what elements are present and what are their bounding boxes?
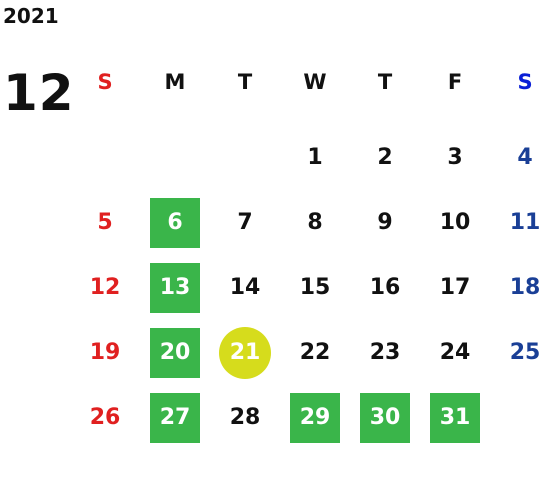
day-number: 12: [89, 275, 121, 300]
day-cell[interactable]: 1: [280, 125, 350, 190]
day-number: 5: [97, 210, 113, 235]
day-number: 1: [307, 145, 323, 170]
month-number: 12: [3, 64, 75, 122]
weekday-sat: S: [517, 70, 533, 94]
day-number: 8: [307, 210, 323, 235]
year-label: 2021: [3, 4, 59, 28]
day-cell[interactable]: 12: [70, 255, 140, 320]
day-cell[interactable]: 8: [280, 190, 350, 255]
day-cell[interactable]: 9: [350, 190, 420, 255]
day-number: 26: [89, 405, 121, 430]
day-cell[interactable]: 30: [350, 385, 420, 450]
day-number: 3: [447, 145, 463, 170]
day-cell[interactable]: 24: [420, 320, 490, 385]
weekday-wed: W: [303, 70, 327, 94]
day-cell[interactable]: 6: [140, 190, 210, 255]
weekday-sun: S: [97, 70, 113, 94]
day-number: 2: [377, 145, 393, 170]
day-cell[interactable]: 15: [280, 255, 350, 320]
day-cell[interactable]: 28: [210, 385, 280, 450]
day-number: 18: [509, 275, 541, 300]
day-cell[interactable]: 5: [70, 190, 140, 255]
day-cell[interactable]: 18: [490, 255, 548, 320]
weekday-tue: T: [237, 70, 253, 94]
day-cell[interactable]: 7: [210, 190, 280, 255]
day-cell[interactable]: 4: [490, 125, 548, 190]
day-number: 4: [517, 145, 533, 170]
day-cell[interactable]: 3: [420, 125, 490, 190]
day-cell[interactable]: 13: [140, 255, 210, 320]
day-cell[interactable]: 20: [140, 320, 210, 385]
day-cell[interactable]: 26: [70, 385, 140, 450]
day-cell[interactable]: 22: [280, 320, 350, 385]
weekday-fri: F: [447, 70, 463, 94]
day-cell[interactable]: 10: [420, 190, 490, 255]
day-cell[interactable]: 29: [280, 385, 350, 450]
day-cell[interactable]: 25: [490, 320, 548, 385]
day-number: 10: [439, 210, 471, 235]
day-number: 14: [229, 275, 261, 300]
day-cell[interactable]: 11: [490, 190, 548, 255]
weekday-mon: M: [164, 70, 186, 94]
day-number-highlighted: 31: [430, 393, 480, 443]
day-number: 16: [369, 275, 401, 300]
day-cell[interactable]: 23: [350, 320, 420, 385]
day-number-highlighted: 6: [150, 198, 200, 248]
day-number: 17: [439, 275, 471, 300]
weekday-header: S M T W T F S: [70, 62, 548, 102]
day-cell[interactable]: 31: [420, 385, 490, 450]
day-number: 7: [237, 210, 253, 235]
day-number: 9: [377, 210, 393, 235]
day-number: 25: [509, 340, 541, 365]
day-number-today: 21: [219, 327, 271, 379]
day-number-highlighted: 30: [360, 393, 410, 443]
day-number: 22: [299, 340, 331, 365]
day-cell[interactable]: 17: [420, 255, 490, 320]
day-number-highlighted: 20: [150, 328, 200, 378]
day-number-highlighted: 29: [290, 393, 340, 443]
day-cell[interactable]: 14: [210, 255, 280, 320]
day-number: 15: [299, 275, 331, 300]
day-number-highlighted: 27: [150, 393, 200, 443]
day-number: 28: [229, 405, 261, 430]
day-number: 23: [369, 340, 401, 365]
day-cell[interactable]: 16: [350, 255, 420, 320]
weekday-thu: T: [377, 70, 393, 94]
day-number: 11: [509, 210, 541, 235]
day-number: 19: [89, 340, 121, 365]
day-cell[interactable]: 27: [140, 385, 210, 450]
day-cell[interactable]: 21: [210, 320, 280, 385]
day-number: 24: [439, 340, 471, 365]
day-cell[interactable]: 2: [350, 125, 420, 190]
day-number-highlighted: 13: [150, 263, 200, 313]
day-cell[interactable]: 19: [70, 320, 140, 385]
